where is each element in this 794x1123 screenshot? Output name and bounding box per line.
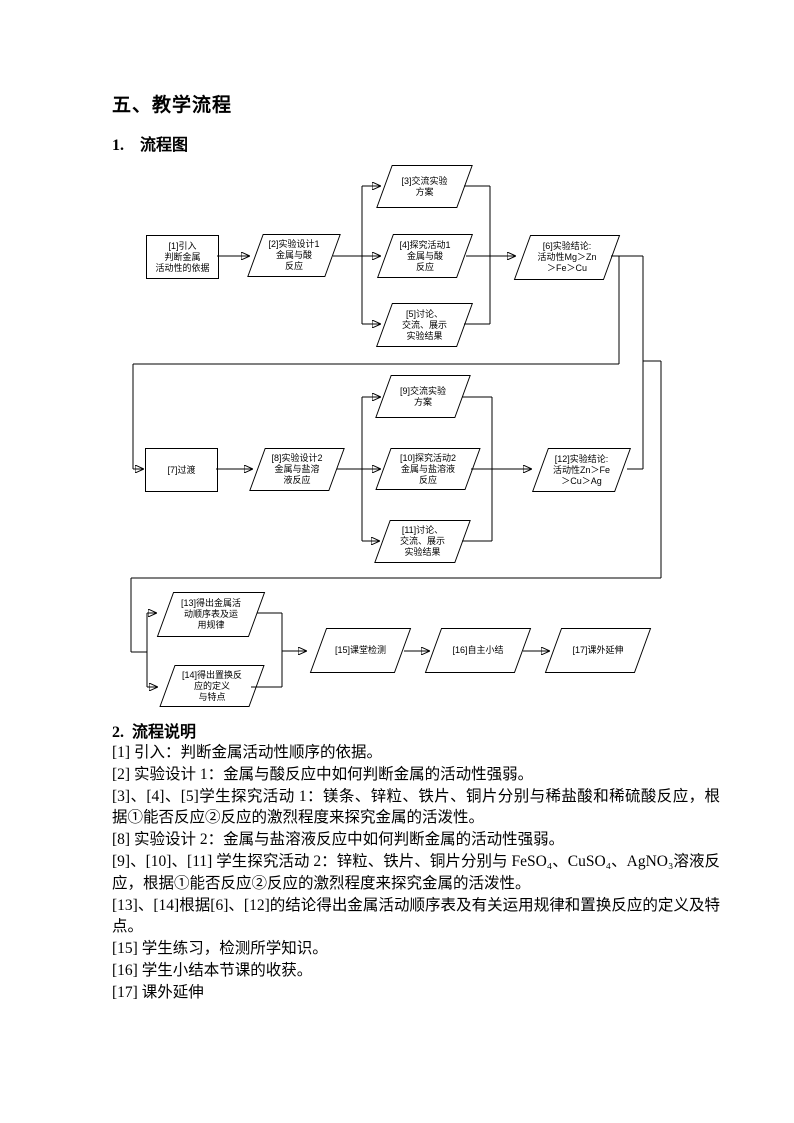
subsection-flowchart-title: 1. 流程图 xyxy=(112,131,188,155)
note-item: [13]、[14]根据[6]、[12]的结论得出金属活动顺序表及有关运用规律和置… xyxy=(112,896,720,936)
note-item: [2] 实验设计 1：金属与酸反应中如何判断金属的活动性强弱。 xyxy=(112,765,534,783)
flow-node-6-label: [6]实验结论: 活动性Mg＞Zn ＞Fe＞Cu xyxy=(537,241,597,273)
subsection-number: 2. xyxy=(112,724,124,741)
subsection-label: 流程图 xyxy=(140,137,189,154)
flow-node-16-label: [16]自主小结 xyxy=(452,645,504,655)
flow-node-10: [10]探究活动2 金属与盐溶液 反应 xyxy=(373,448,483,490)
note-item: [9]、[10]、[11] 学生探究活动 2：锌粒、铁片、铜片分别与 FeSO₄… xyxy=(112,852,720,892)
flow-node-4: [4]探究活动1 金属与酸 反应 xyxy=(375,234,475,278)
flow-node-9-label: [9]交流实验 方案 xyxy=(399,385,446,407)
flow-node-16: [16]自主小结 xyxy=(423,628,533,673)
page-title: 五、教学流程 xyxy=(112,95,233,116)
flow-node-11-label: [11]讨论、 交流、展示 实验结果 xyxy=(399,525,445,557)
flow-node-6: [6]实验结论: 活动性Mg＞Zn ＞Fe＞Cu xyxy=(512,235,622,280)
flow-node-10-label: [10]探究活动2 金属与盐溶液 反应 xyxy=(399,452,457,485)
note-item: [3]、[4]、[5]学生探究活动 1：镁条、锌粒、铁片、铜片分别与稀盐酸和稀硫… xyxy=(112,787,720,827)
flow-node-9: [9]交流实验 方案 xyxy=(373,375,473,418)
flow-notes: [1] 引入：判断金属活动性顺序的依据。 [2] 实验设计 1：金属与酸反应中如… xyxy=(112,742,720,1004)
flow-node-14: [14]得出置换反 应的定义 与特点 xyxy=(157,665,267,707)
flow-node-2: [2]实验设计1 金属与酸 反应 xyxy=(245,234,343,277)
subsection-label: 流程说明 xyxy=(132,724,197,741)
flow-node-11: [11]讨论、 交流、展示 实验结果 xyxy=(372,520,473,563)
flow-node-12: [12]实验结论: 活动性Zn＞Fe ＞Cu＞Ag xyxy=(530,448,633,492)
flow-node-15-label: [15]课堂检测 xyxy=(334,645,386,655)
flow-node-3: [3]交流实验 方案 xyxy=(374,165,475,208)
flow-node-1: [1]引入 判断金属 活动性的依据 xyxy=(146,235,219,279)
flow-node-8-label: [8]实验设计2 金属与盐溶 液反应 xyxy=(271,453,323,485)
note-item: [8] 实验设计 2：金属与盐溶液反应中如何判断金属的活动性强弱。 xyxy=(112,831,565,849)
flow-node-3-label: [3]交流实验 方案 xyxy=(401,175,448,197)
note-item: [16] 学生小结本节课的收获。 xyxy=(112,961,313,979)
note-item: [17] 课外延伸 xyxy=(112,983,204,1001)
note-item: [1] 引入：判断金属活动性顺序的依据。 xyxy=(112,744,382,761)
flow-node-5: [5]讨论、 交流、展示 实验结果 xyxy=(374,303,475,347)
flow-node-7: [7]过渡 xyxy=(145,448,218,492)
flow-node-12-label: [12]实验结论: 活动性Zn＞Fe ＞Cu＞Ag xyxy=(552,453,610,486)
flow-node-13: [13]得出金属活 动顺序表及运 用规律 xyxy=(155,592,267,637)
note-item: [15] 学生练习，检测所学知识。 xyxy=(112,940,328,958)
flow-node-17-label: [17]课外延伸 xyxy=(572,645,624,655)
flow-node-13-label: [13]得出金属活 动顺序表及运 用规律 xyxy=(180,598,241,630)
flow-node-2-label: [2]实验设计1 金属与酸 反应 xyxy=(268,239,320,271)
flow-node-8: [8]实验设计2 金属与盐溶 液反应 xyxy=(247,448,347,491)
subsection-flow-notes-title: 2. 流程说明 xyxy=(112,718,196,742)
flow-node-17: [17]课外延伸 xyxy=(543,628,653,673)
flow-node-15: [15]课堂检测 xyxy=(308,628,413,673)
flow-node-1-label: [1]引入 判断金属 活动性的依据 xyxy=(155,240,210,273)
flow-node-5-label: [5]讨论、 交流、展示 实验结果 xyxy=(401,308,447,341)
flow-node-4-label: [4]探究活动1 金属与酸 反应 xyxy=(399,239,451,272)
subsection-number: 1. xyxy=(112,137,124,154)
flow-node-14-label: [14]得出置换反 应的定义 与特点 xyxy=(181,669,242,702)
flow-node-7-label: [7]过渡 xyxy=(167,464,196,475)
